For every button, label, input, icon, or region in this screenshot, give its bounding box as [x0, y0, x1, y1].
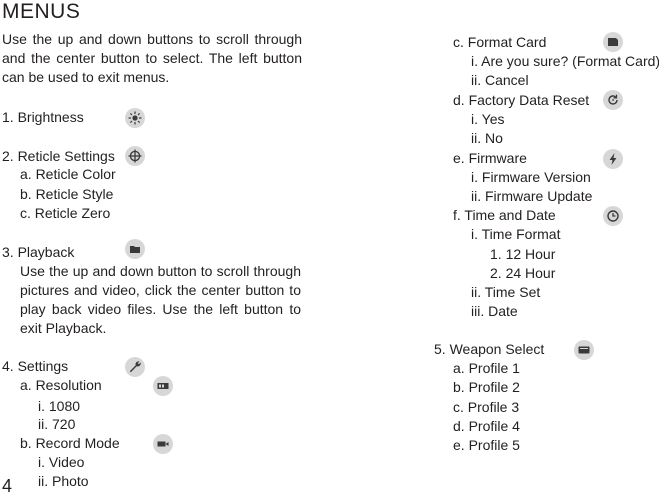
clock-icon	[603, 206, 623, 226]
weapon-icon	[574, 340, 594, 360]
resolution-1080: i. 1080	[38, 398, 81, 414]
sun-icon	[125, 108, 145, 128]
resolution-720: ii. 720	[38, 416, 76, 432]
profile-2: b. Profile 2	[453, 379, 520, 395]
page-title: MENUS	[2, 0, 81, 23]
wrench-icon	[125, 357, 145, 377]
factory-data-reset: d. Factory Data Reset	[453, 92, 590, 108]
menu-weapon-select: 5. Weapon Select	[434, 341, 545, 357]
time-format-24-hour: 2. 24 Hour	[490, 265, 556, 281]
video-camera-icon	[153, 434, 173, 454]
menu-playback: 3. Playback	[2, 244, 75, 260]
format-confirm: i. Are you sure? (Format Card)	[471, 53, 659, 69]
reticle-color: a. Reticle Color	[20, 166, 116, 182]
menu-brightness: 1. Brightness	[2, 109, 84, 125]
menu-settings: 4. Settings	[2, 358, 69, 374]
settings-resolution: a. Resolution	[20, 377, 102, 393]
profile-1: a. Profile 1	[453, 360, 520, 376]
time-format-12-hour: 1. 12 Hour	[490, 246, 556, 262]
resolution-icon	[153, 376, 173, 396]
page-number: 4	[2, 476, 13, 496]
date-setting: iii. Date	[471, 303, 518, 319]
firmware-version: i. Firmware Version	[471, 169, 591, 185]
sd-card-icon	[603, 32, 623, 52]
intro-text: Use the up and down buttons to scroll th…	[2, 31, 302, 85]
folder-icon	[125, 239, 145, 259]
record-video: i. Video	[38, 454, 85, 470]
settings-record-mode: b. Record Mode	[20, 435, 120, 451]
playback-description: Use the up and down button to scroll thr…	[20, 263, 301, 336]
reset-icon	[603, 90, 623, 110]
crosshair-icon	[125, 146, 145, 166]
format-card: c. Format Card	[453, 34, 547, 50]
firmware: e. Firmware	[453, 150, 527, 166]
reticle-zero: c. Reticle Zero	[20, 205, 111, 221]
firmware-update: ii. Firmware Update	[471, 188, 593, 204]
format-cancel: ii. Cancel	[471, 72, 529, 88]
reticle-style: b. Reticle Style	[20, 186, 114, 202]
reset-no: ii. No	[471, 130, 503, 146]
menu-reticle-settings: 2. Reticle Settings	[2, 148, 115, 164]
record-photo: ii. Photo	[38, 473, 89, 489]
reset-yes: i. Yes	[471, 111, 505, 127]
time-format: i. Time Format	[471, 226, 561, 242]
profile-5: e. Profile 5	[453, 437, 520, 453]
time-and-date: f. Time and Date	[453, 207, 556, 223]
profile-3: c. Profile 3	[453, 399, 520, 415]
profile-4: d. Profile 4	[453, 418, 520, 434]
lightning-icon	[603, 149, 623, 169]
time-set: ii. Time Set	[471, 284, 541, 300]
